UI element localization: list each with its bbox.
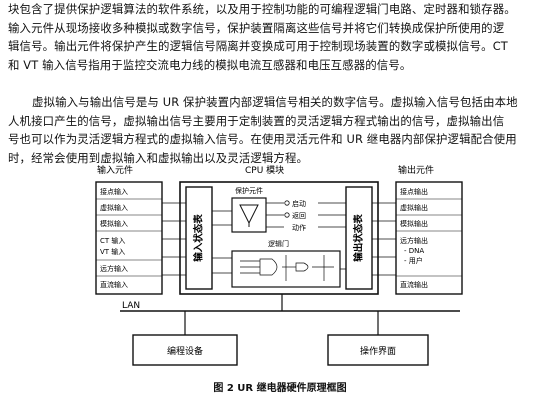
output-item-virtual: 虚拟输出: [400, 203, 428, 212]
programming-device-box: [132, 334, 238, 366]
lan-label: LAN: [122, 301, 140, 311]
input-item-virtual: 虚拟输入: [100, 203, 128, 212]
paragraph-line: 块包含了提供保护逻辑算法的软件系统，以及用于控制功能的可编程逻辑门电路、定时器和…: [8, 2, 516, 16]
paragraph-line: 辑信号。输出元件将保护产生的逻辑信号隔离并变换成可用于控制现场装置的数字或模拟信…: [8, 39, 508, 54]
input-status-label: 输入状态表: [193, 214, 205, 262]
paragraph-line: 号也可以作为灵活逻辑方程式的虚拟输入信号。在使用灵活元件和 UR 继电器内部保护…: [8, 132, 517, 147]
figure-caption: 图 2 UR 继电器硬件原理框图: [213, 383, 347, 394]
output-status-label: 输出状态表: [353, 214, 365, 262]
protection-element-label: 保护元件: [235, 186, 263, 195]
output-elements-title: 输出元件: [398, 164, 434, 176]
output-status-table: [345, 186, 373, 290]
input-item-remote: 远方输入: [100, 264, 128, 273]
paragraph-line: 人机接口产生的信号，虚拟输出信号主要用于定制装置的灵活逻辑方程式输出的信号，虚拟…: [8, 113, 505, 128]
paragraph-line: 时，经常会使用到虚拟输入和虚拟输出以及灵活逻辑方程。: [8, 150, 309, 165]
output-start: 启动: [292, 199, 306, 208]
output-item-dc: 直流输出: [400, 280, 428, 289]
output-item-remote: 远方输出: [400, 236, 428, 245]
operation-interface-box: [327, 334, 429, 366]
logic-gate-label: 逻辑门: [268, 239, 289, 248]
output-trip: 动作: [292, 223, 306, 232]
output-item-analog: 模拟输出: [400, 219, 428, 228]
paragraph-line: 和 VT 输入信号指用于监控交流电力线的模拟电流互感器和电压互感器的信号。: [8, 57, 412, 72]
paragraph-2: 虚拟输入与输出信号是与 UR 保护装置内部逻辑信号相关的数字信号。虚拟输入信号包…: [8, 93, 553, 167]
output-return: 返回: [292, 212, 306, 220]
input-item-contact: 接点输入: [100, 187, 128, 196]
output-item-contact: 接点输出: [400, 187, 428, 196]
input-item-ct: CT 输入: [100, 236, 125, 245]
paragraph-line: 输入元件从现场接收多种模拟或数字信号，保护装置隔离这些信号并将它们转换成保护所使…: [8, 20, 505, 35]
output-item-dna: - DNA: [404, 247, 424, 255]
output-elements-box: [395, 181, 463, 295]
input-elements-title: 输入元件: [97, 164, 133, 176]
input-item-dc: 直流输入: [100, 280, 128, 289]
operation-interface-label: 操作界面: [360, 345, 396, 357]
input-item-analog: 模拟输入: [100, 219, 128, 228]
input-item-vt: VT 输入: [100, 247, 125, 256]
output-item-user: - 用户: [404, 256, 423, 265]
cpu-module-title: CPU 模块: [245, 164, 284, 176]
input-status-table: [185, 186, 213, 290]
cpu-module-box: [179, 181, 379, 295]
programming-device-label: 编程设备: [167, 345, 203, 357]
paragraph-line: 虚拟输入与输出信号是与 UR 保护装置内部逻辑信号相关的数字信号。虚拟输入信号包…: [32, 95, 518, 109]
paragraph-1: 块包含了提供保护逻辑算法的软件系统，以及用于控制功能的可编程逻辑门电路、定时器和…: [8, 0, 553, 74]
hardware-block-diagram: 输入元件 接点输入 虚拟输入 模拟输入 CT 输入 VT 输入 远方输入 直流输…: [95, 164, 463, 366]
input-elements-box: [95, 181, 163, 295]
